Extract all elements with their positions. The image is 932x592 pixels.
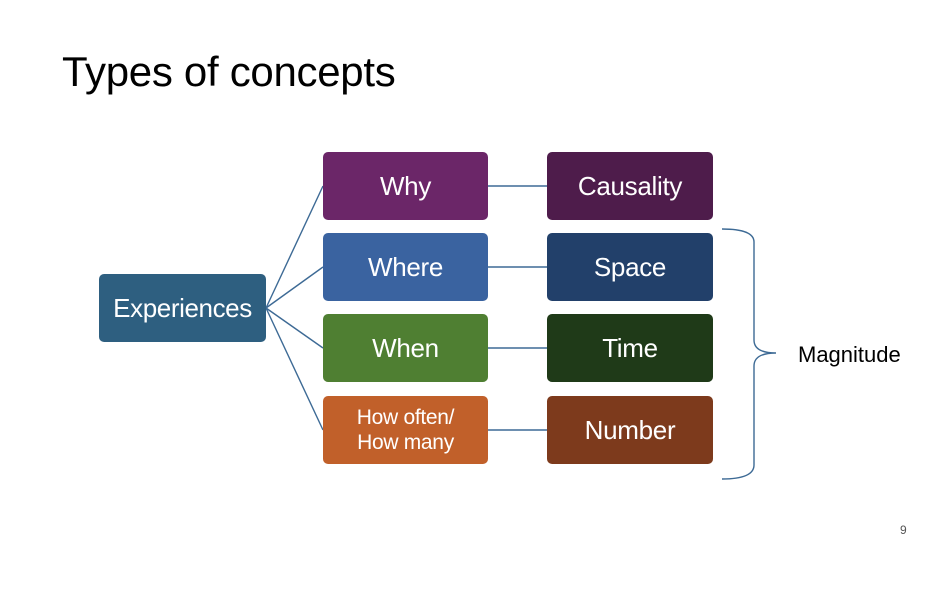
- experiences-box: Experiences: [99, 274, 266, 342]
- why-box: Why: [323, 152, 488, 220]
- page-number: 9: [900, 523, 907, 537]
- space-box: Space: [547, 233, 713, 301]
- connector-root-howoften: [265, 307, 324, 431]
- connector-root-where: [265, 266, 324, 309]
- magnitude-label: Magnitude: [798, 342, 901, 367]
- where-box: Where: [323, 233, 488, 301]
- connector-root-when: [265, 307, 324, 349]
- connector-root-why: [265, 185, 324, 309]
- time-box: Time: [547, 314, 713, 382]
- how-often-how-many-box: How often/ How many: [323, 396, 488, 464]
- causality-box: Causality: [547, 152, 713, 220]
- slide-title: Types of concepts: [62, 48, 396, 95]
- magnitude-bracket: [721, 228, 777, 480]
- number-box: Number: [547, 396, 713, 464]
- when-box: When: [323, 314, 488, 382]
